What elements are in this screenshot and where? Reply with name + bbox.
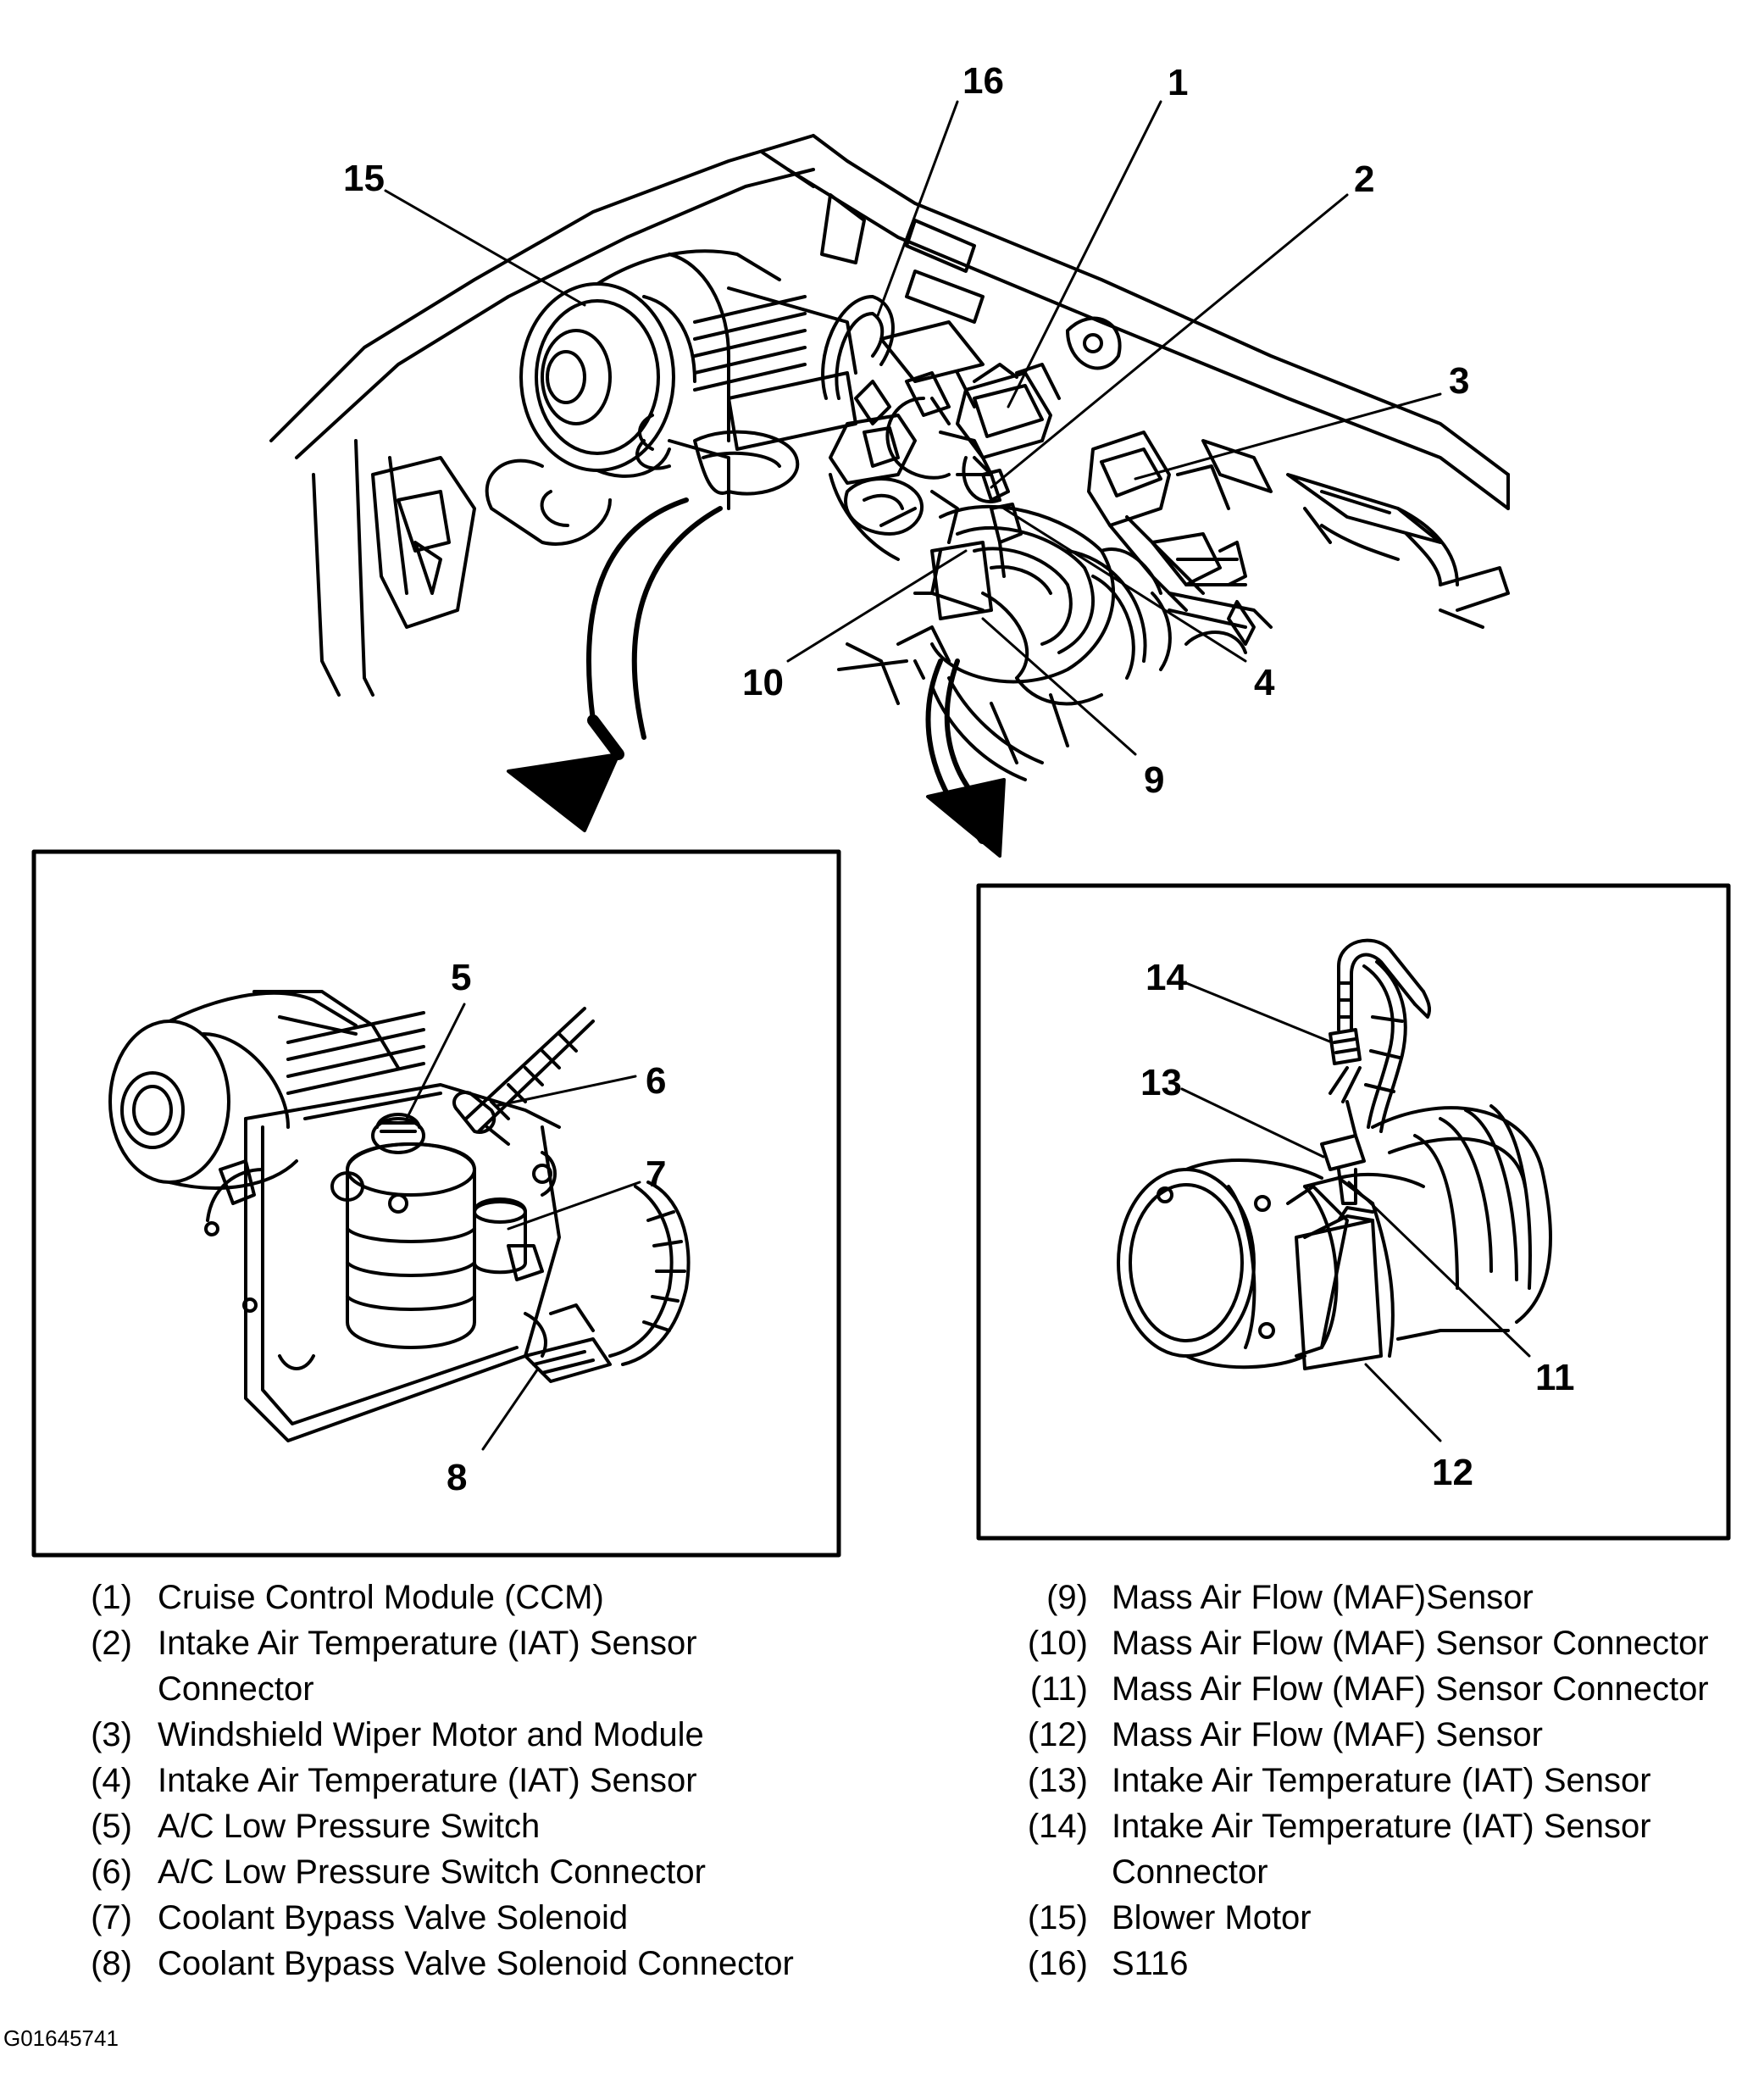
legend-left-column: (1) Cruise Control Module (CCM) (2) Intake… xyxy=(75,1575,871,1986)
legend-item-7: (7) Coolant Bypass Valve Solenoid xyxy=(75,1895,871,1941)
legend-text: Cruise Control Module (CCM) xyxy=(158,1579,604,1616)
legend-text: Coolant Bypass Valve Solenoid xyxy=(158,1899,629,1936)
legend-number: (3) xyxy=(91,1716,132,1753)
callout-1: 1 xyxy=(1168,62,1188,103)
right-inset-maf-sensor xyxy=(1117,938,1552,1370)
legend-right-column: (9) Mass Air Flow (MAF)Sensor (10) Mass Ai… xyxy=(1000,1575,1764,1986)
engine-compartment-diagram: 16 1 2 3 4 15 10 9 5 6 7 8 14 13 11 12 xyxy=(31,60,1731,1558)
legend-text: Mass Air Flow (MAF) Sensor xyxy=(1112,1716,1543,1753)
legend-text: Mass Air Flow (MAF)Sensor xyxy=(1112,1579,1534,1616)
callout-9: 9 xyxy=(1144,759,1164,801)
arrow-head-left xyxy=(507,753,620,832)
callout-13: 13 xyxy=(1140,1062,1182,1103)
legend-item-4: (4) Intake Air Temperature (IAT) Sensor xyxy=(75,1758,871,1803)
legend-number: (10) xyxy=(1027,1625,1088,1662)
legend-number: (5) xyxy=(91,1808,132,1845)
callout-10: 10 xyxy=(742,662,784,703)
legend-item-15: (15) Blower Motor xyxy=(1000,1895,1764,1941)
legend-item-1: (1) Cruise Control Module (CCM) xyxy=(75,1575,871,1620)
legend-item-11: (11) Mass Air Flow (MAF) Sensor Connector xyxy=(1000,1666,1764,1712)
legend-item-13: (13) Intake Air Temperature (IAT) Sensor xyxy=(1000,1758,1764,1803)
right-inset-frame xyxy=(976,883,1731,1541)
legend-text: Intake Air Temperature (IAT) Sensor Conn… xyxy=(1112,1808,1651,1891)
callout-2: 2 xyxy=(1354,158,1374,200)
legend-number: (9) xyxy=(1046,1579,1088,1616)
callout-14: 14 xyxy=(1145,957,1187,998)
legend-number: (7) xyxy=(91,1899,132,1936)
legend-item-6: (6) A/C Low Pressure Switch Connector xyxy=(75,1849,871,1895)
legend-item-9: (9) Mass Air Flow (MAF)Sensor xyxy=(1000,1575,1764,1620)
legend-text: Windshield Wiper Motor and Module xyxy=(158,1716,704,1753)
callout-7: 7 xyxy=(646,1153,666,1195)
legend-text: Mass Air Flow (MAF) Sensor Connector xyxy=(1112,1625,1709,1662)
legend-number: (6) xyxy=(91,1853,132,1891)
callout-leader-lines xyxy=(384,100,1531,1451)
callout-6: 6 xyxy=(646,1060,666,1102)
legend-item-12: (12) Mass Air Flow (MAF) Sensor xyxy=(1000,1712,1764,1758)
legend-number: (15) xyxy=(1027,1899,1088,1936)
legend-item-3: (3) Windshield Wiper Motor and Module xyxy=(75,1712,871,1758)
legend-number: (14) xyxy=(1027,1808,1088,1845)
legend-number: (12) xyxy=(1027,1716,1088,1753)
legend-number: (4) xyxy=(91,1762,132,1799)
figure-code: G01645741 xyxy=(3,2025,119,2051)
legend-number: (2) xyxy=(91,1625,132,1662)
callout-11: 11 xyxy=(1535,1357,1575,1398)
legend-item-10: (10) Mass Air Flow (MAF) Sensor Connector xyxy=(1000,1620,1764,1666)
callout-12: 12 xyxy=(1432,1452,1473,1493)
legend-number: (8) xyxy=(91,1945,132,1982)
legend-item-14: (14) Intake Air Temperature (IAT) Sensor … xyxy=(1000,1803,1764,1895)
legend-number: (11) xyxy=(1029,1670,1088,1708)
legend-text: Coolant Bypass Valve Solenoid Connector xyxy=(158,1945,794,1982)
left-inset-ac-components xyxy=(108,990,691,1442)
legend-text: Intake Air Temperature (IAT) Sensor xyxy=(1112,1762,1651,1799)
callout-8: 8 xyxy=(447,1457,467,1498)
legend-item-8: (8) Coolant Bypass Valve Solenoid Connect… xyxy=(75,1941,871,1986)
legend-text: S116 xyxy=(1112,1945,1189,1982)
legend-item-2: (2) Intake Air Temperature (IAT) Sensor C… xyxy=(75,1620,871,1712)
callout-3: 3 xyxy=(1449,360,1469,402)
legend-item-5: (5) A/C Low Pressure Switch xyxy=(75,1803,871,1849)
legend-number: (1) xyxy=(91,1579,132,1616)
legend-text: Mass Air Flow (MAF) Sensor Connector xyxy=(1112,1670,1709,1708)
legend-number: (16) xyxy=(1027,1945,1088,1982)
legend-text: A/C Low Pressure Switch xyxy=(158,1808,541,1845)
legend-text: Intake Air Temperature (IAT) Sensor xyxy=(158,1762,697,1799)
callout-5: 5 xyxy=(451,957,471,998)
callout-15: 15 xyxy=(343,158,385,199)
legend-text: Blower Motor xyxy=(1112,1899,1312,1936)
legend-text: Intake Air Temperature (IAT) Sensor Conn… xyxy=(158,1625,697,1708)
callout-4: 4 xyxy=(1254,662,1275,703)
legend-text: A/C Low Pressure Switch Connector xyxy=(158,1853,706,1891)
main-engine-view xyxy=(269,134,1510,825)
callout-16: 16 xyxy=(962,60,1004,102)
legend-number: (13) xyxy=(1027,1762,1088,1799)
left-inset-frame xyxy=(31,849,841,1558)
legend-item-16: (16) S116 xyxy=(1000,1941,1764,1986)
